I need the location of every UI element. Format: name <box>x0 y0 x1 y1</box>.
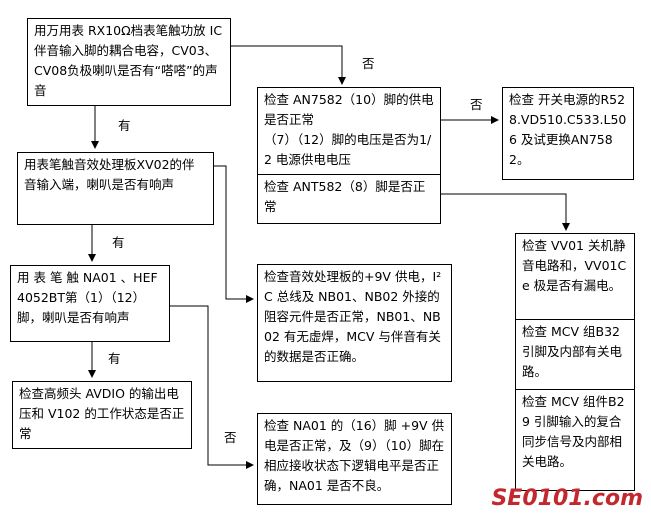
box-vv01: 检查 VV01 关机静音电路和，VV01Ce 极是否有漏电。 <box>522 238 627 293</box>
arrow-na01-to-na01-check <box>170 305 254 469</box>
box-na01-check: 检查 NA01 的（16）脚 +9V 供电是否正常，及（9）（10）脚在相应接收… <box>257 413 452 505</box>
box-audio-board: 检查音效处理板的+9V 供电，I²C 总线及 NB01、NB02 外接的阻容元件… <box>257 264 452 382</box>
watermark-logo: SE0101.com <box>491 486 643 511</box>
box-vv01-group: 检查 VV01 关机静音电路和，VV01Ce 极是否有漏电。 检查 MCV 组B… <box>515 233 635 491</box>
box-xv02: 用表笔触音效处理板XV02的伴音输入端，喇叭是否有响声 <box>17 152 214 225</box>
label-yes-xv02: 有 <box>112 235 125 250</box>
label-yes-na01: 有 <box>108 351 121 366</box>
box-mcv-b29: 检查 MCV 组件B29 引脚输入的复合同步信号及内部相关电路。 <box>516 389 634 492</box>
box-mcv-b32: 检查 MCV 组B32 引脚及内部有关电路。 <box>516 319 634 389</box>
label-yes-start: 有 <box>118 118 131 133</box>
box-start: 用万用表 RX10Ω档表笔触功放 IC 伴音输入脚的耦合电容，CV03、CV08… <box>27 18 231 106</box>
arrow-an7582-to-vv01 <box>441 193 570 231</box>
arrow-xv02-to-audio-board <box>214 165 254 303</box>
arrow-start-to-an7582 <box>231 45 346 85</box>
box-na01: 用 表 笔 触 NA01 、HEF4052BT第（1）（12）脚，喇叭是否有响声 <box>10 265 170 342</box>
box-an7582: 检查 AN7582（10）脚的供电是否正常 （7）（12）脚的电压是否为1/2 … <box>257 87 441 224</box>
label-no-start: 否 <box>362 56 375 71</box>
box-avdio: 检查高频头 AVDIO 的输出电压和 V102 的工作状态是否正常 <box>12 381 192 449</box>
box-an7582-pin8: 检查 ANT582（8）脚是否正常 <box>258 174 440 225</box>
box-switch-psu: 检查 开关电源的R528.VD510.C533.L506 及试更换AN7582。 <box>502 87 634 180</box>
box-an7582-supply: 检查 AN7582（10）脚的供电是否正常 （7）（12）脚的电压是否为1/2 … <box>264 92 434 167</box>
label-no-an7582: 否 <box>470 97 483 112</box>
label-no-na01: 否 <box>224 430 237 445</box>
